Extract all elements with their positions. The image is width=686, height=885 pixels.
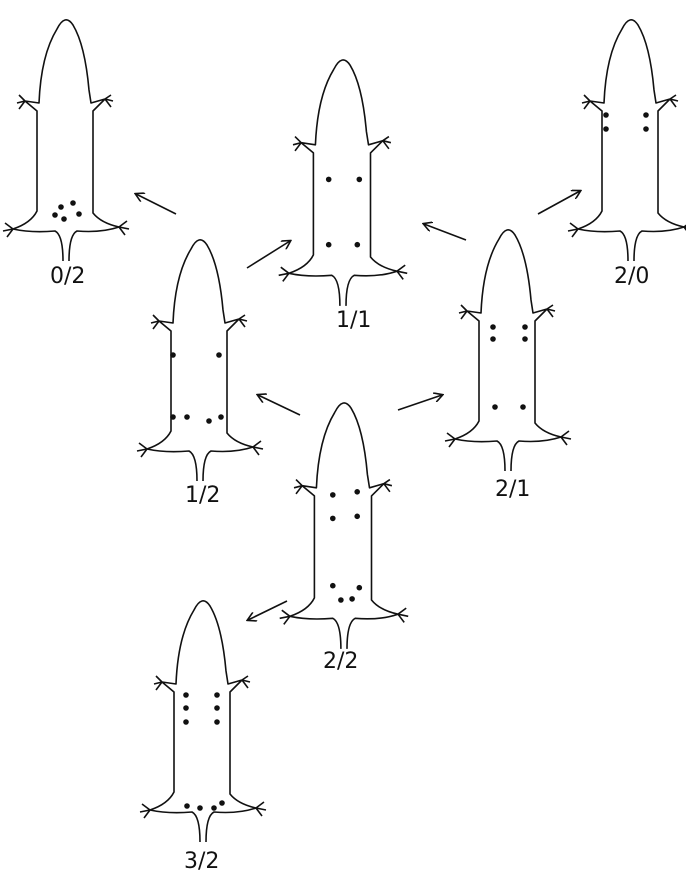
nipple-dot xyxy=(170,352,176,358)
specimen-2-1 xyxy=(444,229,572,472)
specimen-label: 1/1 xyxy=(336,308,371,333)
nipple-dot xyxy=(354,513,361,520)
nipple-dot xyxy=(520,404,526,410)
specimen-label: 2/1 xyxy=(495,477,530,502)
body-outline xyxy=(278,59,408,306)
nipple-dot xyxy=(61,216,67,222)
nipple-dot xyxy=(522,336,528,342)
nipple-dot xyxy=(218,414,224,420)
nipple-dot xyxy=(52,212,58,218)
nipple-dot xyxy=(183,719,189,725)
nipple-dot xyxy=(325,176,332,183)
specimen-label: 2/0 xyxy=(614,264,649,289)
nipple-dot xyxy=(219,800,225,806)
nipple-dot xyxy=(492,404,498,410)
arrow-2-1-to-1-1 xyxy=(424,224,467,241)
specimen-0-2 xyxy=(2,19,130,262)
nipple-dot xyxy=(643,126,649,132)
nipple-dot xyxy=(349,596,355,602)
nipple-dot xyxy=(76,211,82,217)
specimen-label: 2/2 xyxy=(323,649,358,674)
specimen-label: 0/2 xyxy=(50,264,85,289)
body-outline xyxy=(279,402,409,649)
nipple-dot xyxy=(183,705,189,711)
nipple-dot xyxy=(338,597,344,603)
nipple-dot xyxy=(214,692,220,698)
nipple-dot xyxy=(330,492,336,498)
nipple-dot xyxy=(184,803,190,809)
nipple-dot xyxy=(58,204,64,210)
nipple-dot xyxy=(490,324,496,330)
nipple-dot xyxy=(216,352,222,358)
arrow-1-2-to-0-2 xyxy=(136,194,177,215)
body-outline xyxy=(136,239,264,482)
body-outline xyxy=(567,19,686,262)
body-outline xyxy=(139,600,267,843)
specimen-2-2 xyxy=(279,402,409,649)
specimen-1-1 xyxy=(278,59,408,306)
nipple-dot xyxy=(643,112,649,118)
arrow-2-2-to-2-1 xyxy=(397,395,442,411)
nipple-dot xyxy=(325,241,332,248)
nipple-dot xyxy=(356,176,363,183)
specimen-label: 1/2 xyxy=(185,483,220,508)
specimen-3-2 xyxy=(139,600,267,843)
nipple-dot xyxy=(603,126,609,132)
nipple-dot xyxy=(183,692,189,698)
arrow-2-1-to-2-0 xyxy=(537,191,580,215)
nipple-dot xyxy=(170,414,176,420)
nipple-dot xyxy=(211,805,217,811)
nipple-dot xyxy=(70,200,76,206)
specimen-2-0 xyxy=(567,19,686,262)
nipple-dot xyxy=(206,418,212,424)
nipple-dot xyxy=(522,324,528,330)
nipple-dot xyxy=(603,112,609,118)
nipple-dot xyxy=(197,805,203,811)
nipple-dot xyxy=(354,241,361,248)
nipple-dot xyxy=(356,584,363,591)
arrow-2-2-to-1-2 xyxy=(258,395,301,416)
nipple-dot xyxy=(214,719,220,725)
nipple-dot xyxy=(184,414,190,420)
nipple-dot xyxy=(330,515,336,522)
body-outline xyxy=(444,229,572,472)
arrow-1-2-to-1-1 xyxy=(246,241,290,269)
specimen-1-2 xyxy=(136,239,264,482)
body-outline xyxy=(2,19,130,262)
specimen-label: 3/2 xyxy=(184,849,219,874)
arrow-2-2-to-3-2 xyxy=(248,600,288,620)
nipple-dot xyxy=(490,336,496,342)
nipple-dot xyxy=(354,489,361,495)
nipple-dot xyxy=(330,582,336,589)
nipple-dot xyxy=(214,705,220,711)
